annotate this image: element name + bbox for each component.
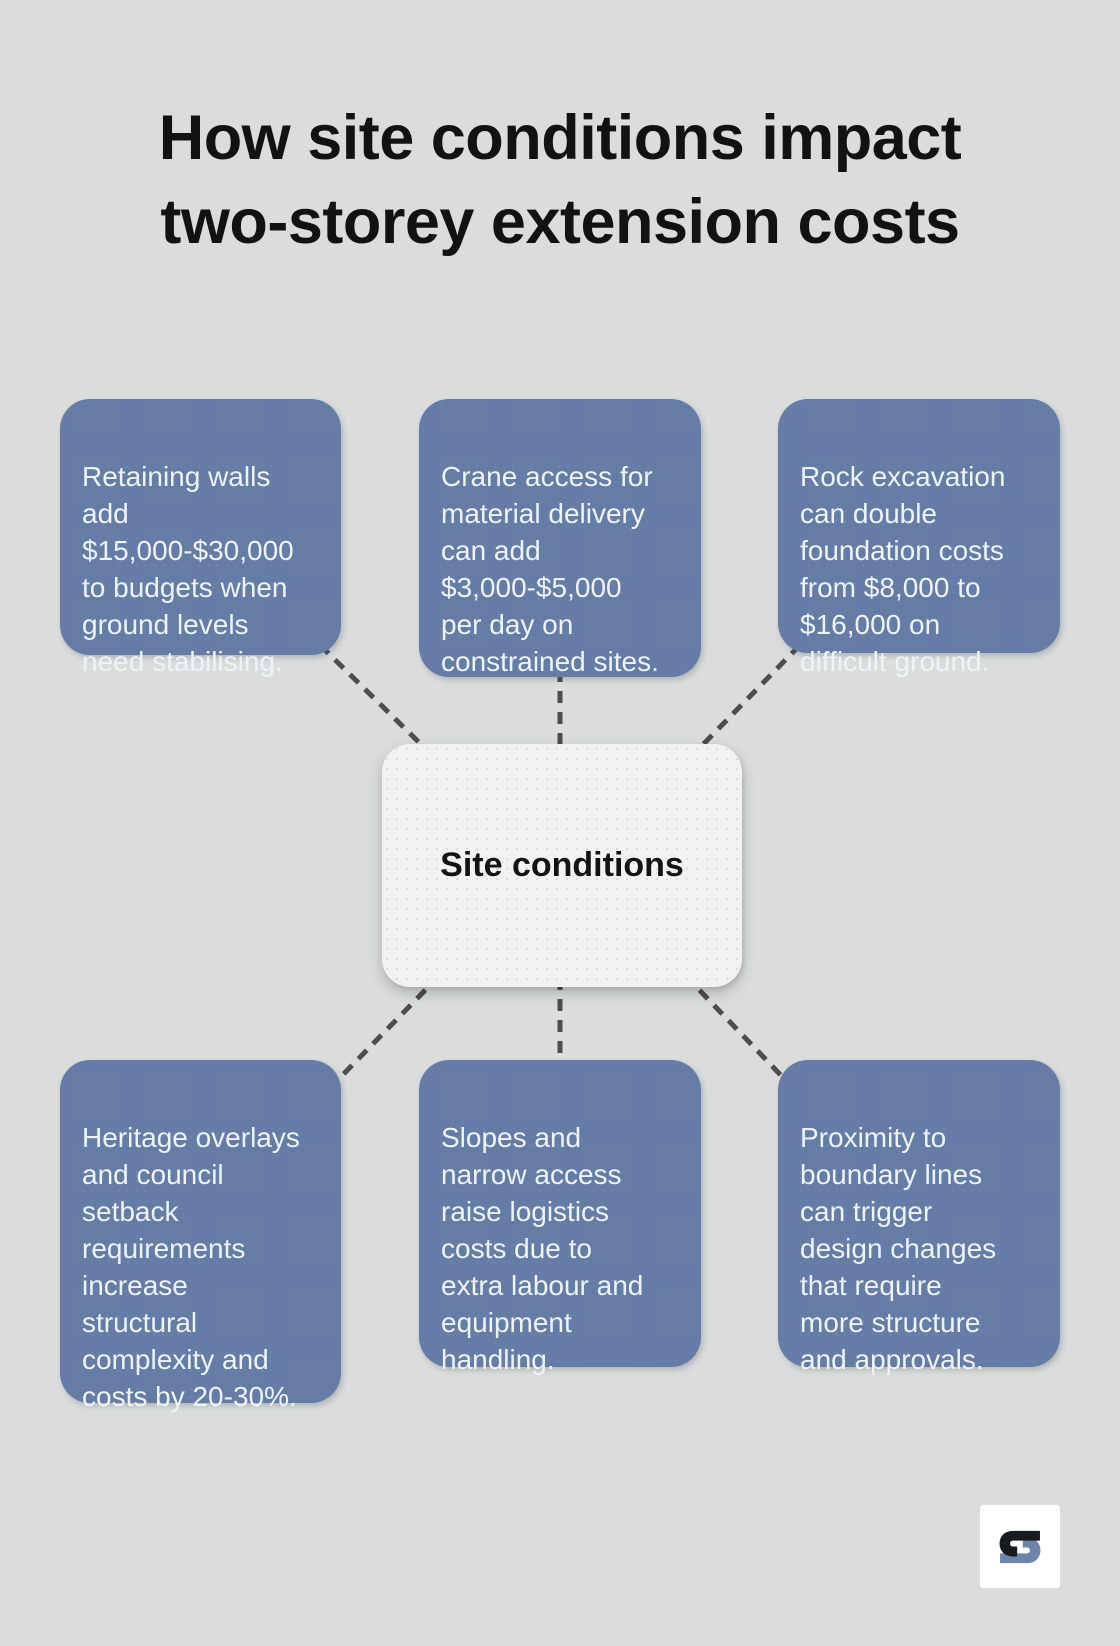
node-top-left: Retaining walls add $15,000-$30,000 to b… (60, 399, 341, 677)
node-top-right-text: Rock excavation can double foundation co… (800, 461, 1006, 677)
connector-top-left-line (318, 643, 442, 765)
connector-top-right-line (683, 643, 802, 765)
node-top-left-text: Retaining walls add $15,000-$30,000 to b… (82, 461, 294, 677)
node-top-middle: Crane access for material delivery can a… (419, 399, 701, 677)
connector-bottom-left-line (326, 973, 442, 1092)
page-title: How site conditions impact two-storey ex… (158, 103, 962, 257)
node-bottom-left-text: Heritage overlays and council setback re… (82, 1122, 300, 1412)
center-node-label: Site conditions (440, 846, 684, 884)
node-top-right: Rock excavation can double foundation co… (778, 399, 1060, 677)
node-top-middle-text: Crane access for material delivery can a… (441, 461, 659, 677)
node-bottom-middle-text: Slopes and narrow access raise logistics… (441, 1122, 644, 1375)
node-bottom-middle: Slopes and narrow access raise logistics… (419, 1060, 701, 1375)
node-bottom-left: Heritage overlays and council setback re… (60, 1060, 341, 1412)
s-logo-icon (999, 1530, 1041, 1563)
center-node: Site conditions (382, 744, 742, 987)
logo-badge (980, 1505, 1060, 1588)
node-bottom-right: Proximity to boundary lines can trigger … (778, 1060, 1060, 1375)
connector-bottom-right-line (683, 973, 797, 1092)
node-bottom-right-text: Proximity to boundary lines can trigger … (800, 1122, 997, 1375)
